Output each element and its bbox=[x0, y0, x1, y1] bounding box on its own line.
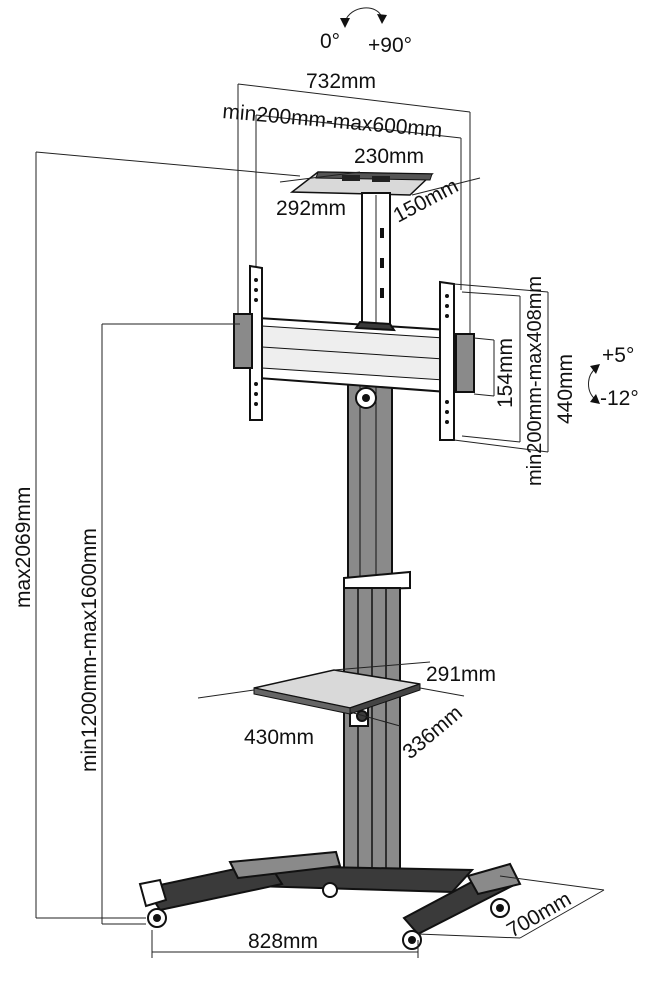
right-vesa-bracket bbox=[439, 280, 475, 441]
label-vesa-vertical: min200mm-max408mm bbox=[524, 276, 546, 486]
label-tilt-plus5: +5° bbox=[602, 344, 634, 367]
label-bracket-440: 440mm bbox=[554, 354, 577, 424]
label-height-max: max2069mm bbox=[12, 487, 35, 608]
base bbox=[138, 850, 522, 950]
dimension-lines-left bbox=[35, 151, 301, 925]
crossbar bbox=[257, 316, 449, 394]
left-vesa-bracket bbox=[233, 264, 263, 421]
label-tilt-0: 0° bbox=[320, 30, 340, 53]
label-plate-230: 230mm bbox=[354, 145, 424, 168]
label-height-range: min1200mm-max1600mm bbox=[78, 528, 101, 772]
shelf bbox=[197, 661, 465, 727]
rotate-arrow-icon bbox=[340, 7, 387, 28]
top-plate bbox=[279, 171, 481, 196]
label-tilt-minus12: -12° bbox=[600, 387, 639, 410]
label-shelf-291: 291mm bbox=[426, 663, 496, 686]
dimension-lines-top bbox=[237, 83, 471, 380]
tilt-arrow-icon bbox=[588, 364, 600, 404]
label-shelf-336: 336mm bbox=[398, 701, 466, 764]
label-shelf-430: 430mm bbox=[244, 726, 314, 749]
label-tilt-90: +90° bbox=[368, 34, 412, 57]
label-base-700: 700mm bbox=[503, 887, 575, 942]
label-bracket-154: 154mm bbox=[494, 338, 517, 408]
label-vesa-horizontal: min200mm-max600mm bbox=[222, 100, 444, 142]
dimension-lines-base bbox=[151, 875, 605, 958]
label-width-732: 732mm bbox=[306, 70, 376, 93]
lower-column bbox=[343, 570, 411, 879]
dimension-lines-right bbox=[453, 283, 549, 453]
label-base-828: 828mm bbox=[248, 930, 318, 953]
label-plate-292: 292mm bbox=[276, 197, 346, 220]
